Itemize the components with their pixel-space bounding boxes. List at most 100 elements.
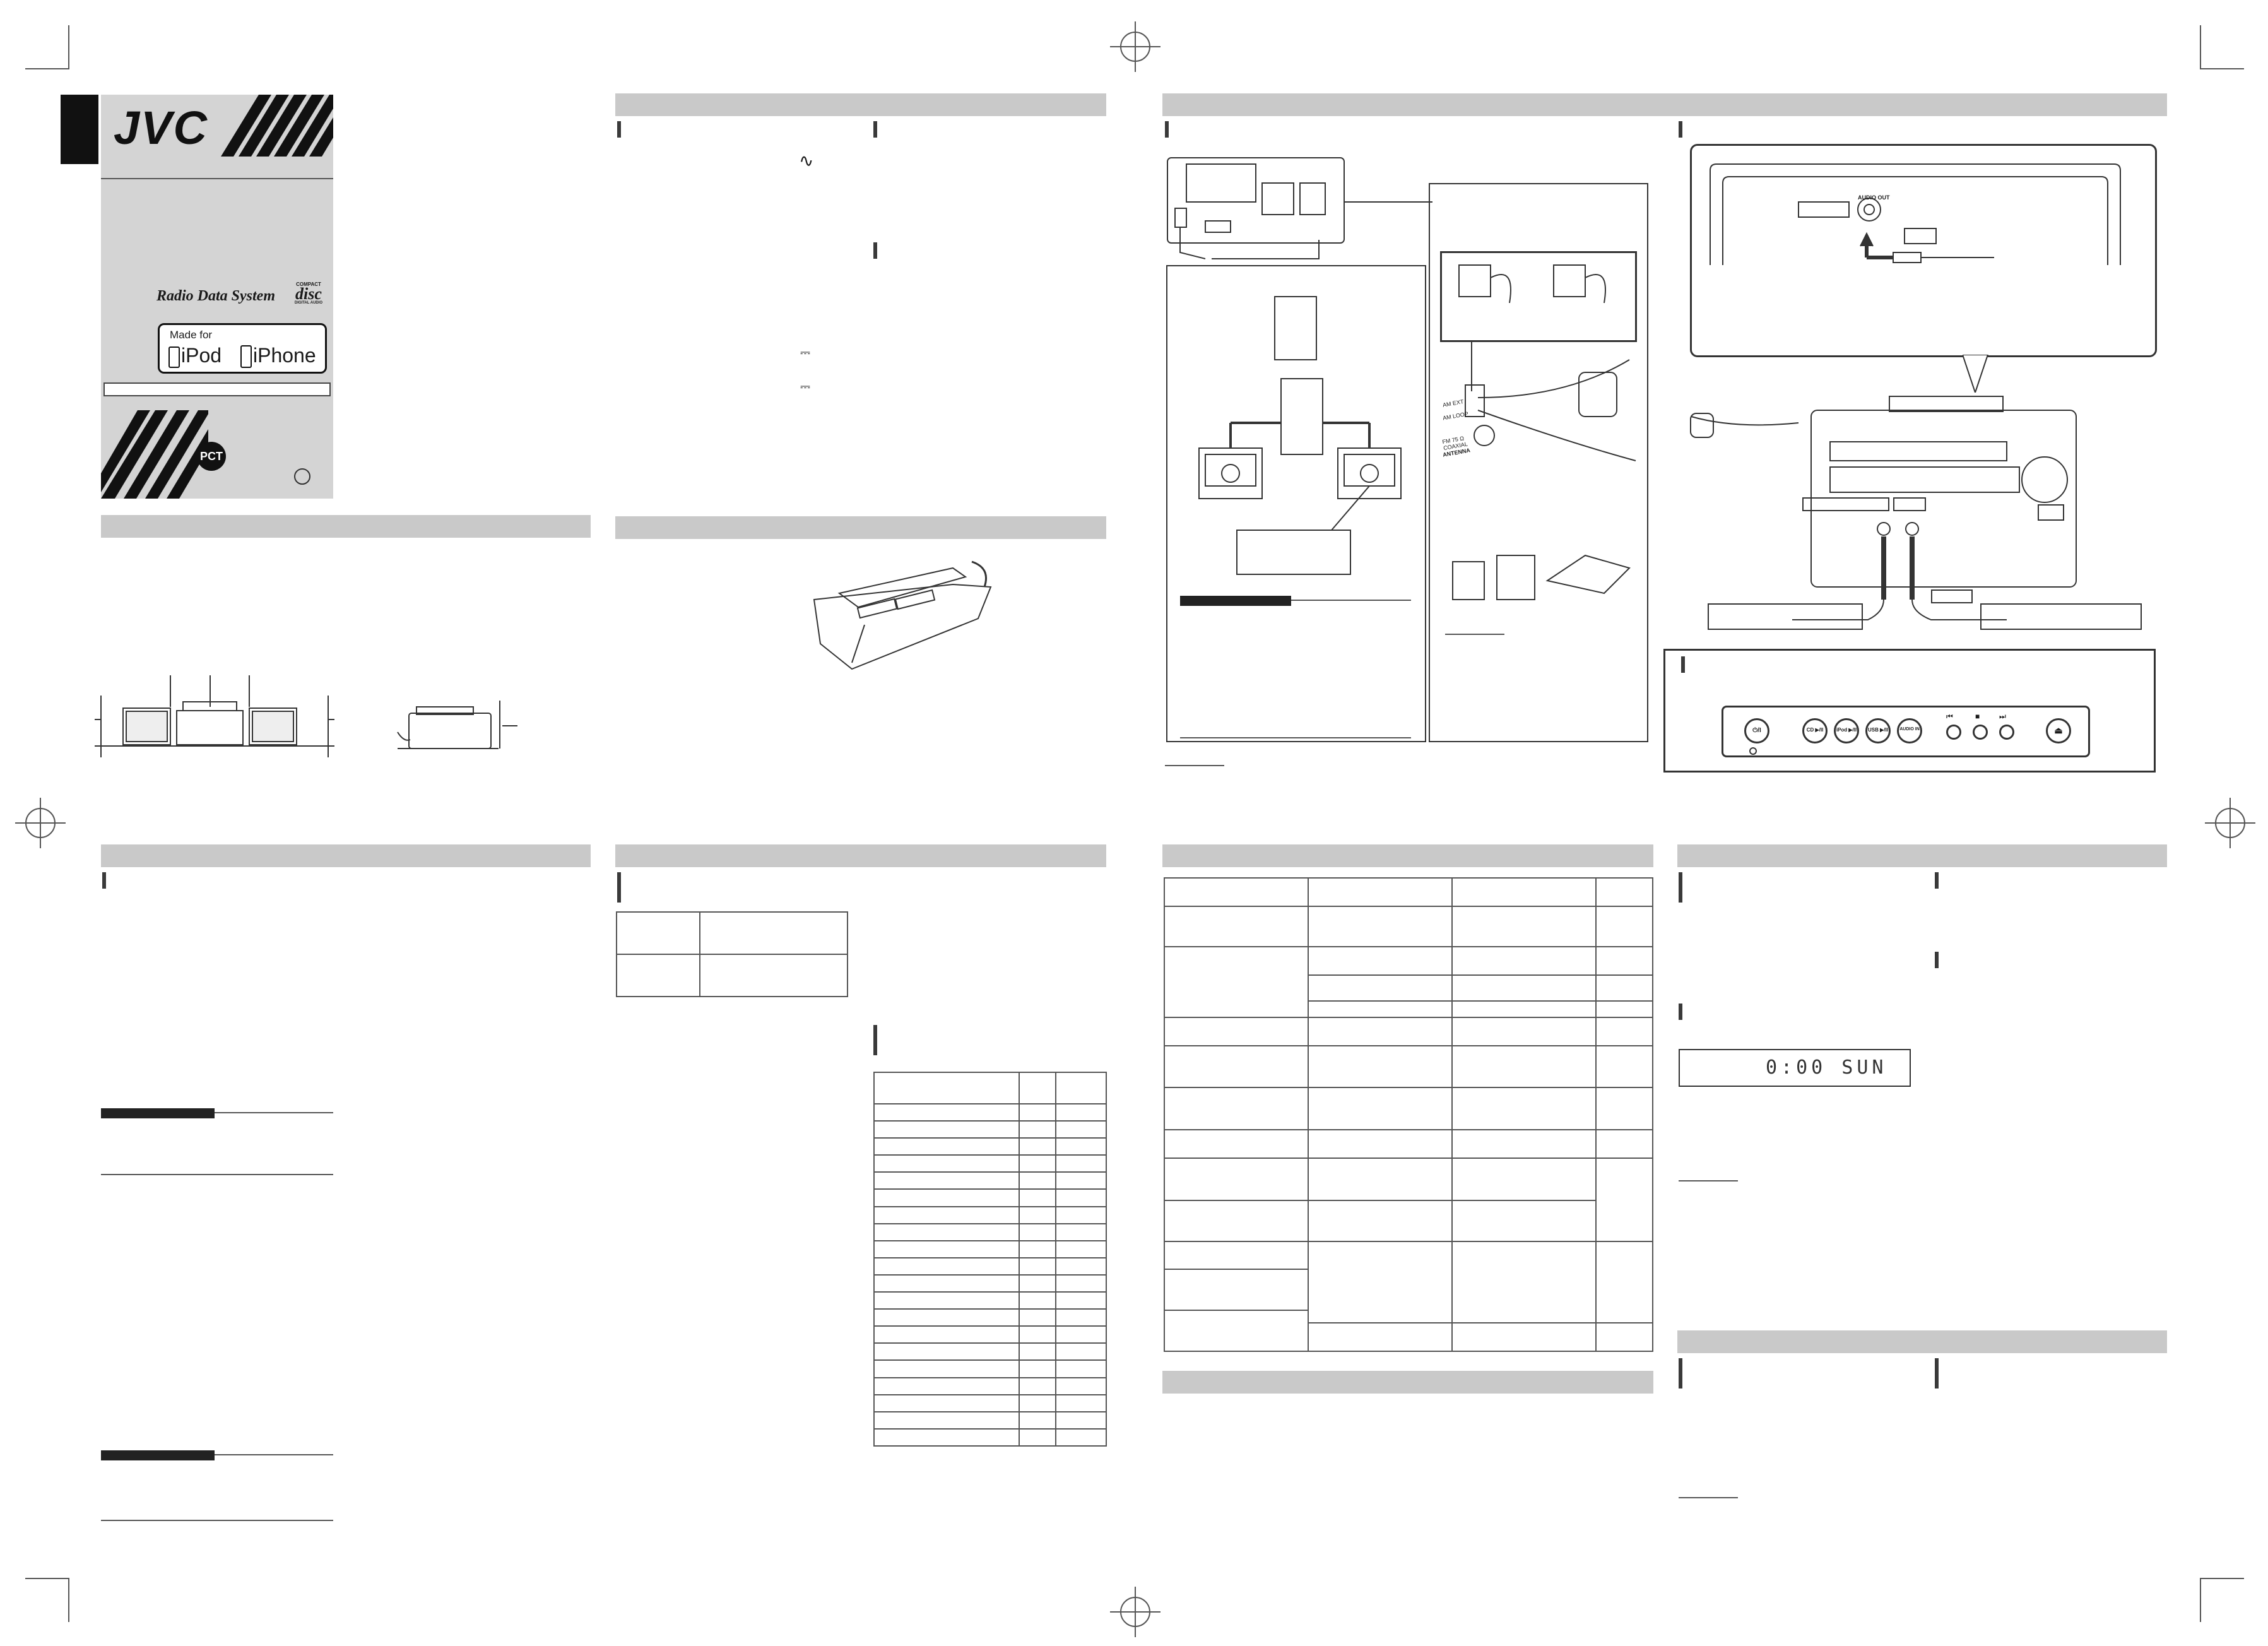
iphone-icon <box>240 345 252 368</box>
crop-mark <box>2200 1578 2244 1579</box>
note-rule <box>1679 1497 1738 1498</box>
antenna-diagram <box>1452 264 1636 600</box>
section-marker <box>873 121 877 138</box>
section-marker <box>1679 1358 1682 1388</box>
eject-button[interactable]: ⏏ <box>2046 718 2071 743</box>
section-marker <box>1681 656 1685 673</box>
stripe-graphic <box>221 95 333 157</box>
power-button[interactable]: ⏻/I <box>1744 718 1769 743</box>
audio-in-callout <box>1690 413 1714 438</box>
section-marker <box>873 1025 877 1055</box>
section-marker <box>1935 1358 1939 1388</box>
recycle-icon <box>294 468 310 485</box>
stop-button[interactable] <box>1973 725 1988 740</box>
crop-mark <box>2200 68 2244 69</box>
ipod-play-button[interactable]: iPod ▶/II <box>1834 718 1859 743</box>
note-rule <box>1679 1180 1738 1181</box>
crop-mark <box>68 1578 69 1622</box>
crop-mark <box>25 1578 69 1579</box>
front-panel-strip <box>1722 706 2090 757</box>
jvc-logo: JVC <box>114 102 208 154</box>
cover-divider <box>101 178 333 179</box>
audio-out-diagram <box>1710 163 2121 265</box>
audio-out-label: AUDIO OUT <box>1858 194 1890 201</box>
crop-mark <box>2200 1578 2201 1622</box>
section-marker <box>1679 121 1682 138</box>
prev-button[interactable] <box>1946 725 1961 740</box>
section-marker <box>102 872 106 889</box>
cd-play-button[interactable]: CD ▶/II <box>1802 718 1828 743</box>
section-header-bar <box>1677 1330 2167 1353</box>
speech-pointer <box>1963 355 1989 393</box>
section-marker <box>617 872 621 903</box>
remote-battery-diagram <box>813 560 992 670</box>
speaker-wiring-diagram <box>1198 296 1402 575</box>
note-heading-bar <box>101 1108 215 1118</box>
section-header-bar <box>1677 844 2167 867</box>
clock-display-text: 0:00 SUN <box>1766 1057 1887 1079</box>
speaker-placement-diagram <box>95 675 334 757</box>
crop-mark <box>25 68 69 69</box>
cover-panel <box>101 95 333 499</box>
troubleshooting-table <box>1164 877 1653 1352</box>
section-marker <box>617 121 621 138</box>
audio-out-box <box>1690 144 2157 357</box>
note-end-rule <box>101 1174 333 1175</box>
made-for-ipod-iphone-badge: Made for iPod iPhone <box>158 323 327 374</box>
info-table <box>616 911 848 997</box>
note-rule <box>1445 634 1504 635</box>
compact-disc-logo: COMPACT disc DIGITAL AUDIO <box>294 281 323 305</box>
note-heading-rule <box>215 1454 333 1455</box>
section-header-bar <box>615 93 1106 116</box>
standby-indicator <box>1749 747 1757 755</box>
section-marker <box>1935 952 1939 968</box>
note-end-rule <box>101 1520 333 1521</box>
section-marker <box>1679 872 1682 903</box>
section-header-bar <box>1162 844 1653 867</box>
ipod-icon <box>168 346 180 368</box>
code-table <box>873 1072 1107 1447</box>
note-end-rule <box>1180 737 1411 738</box>
side-clearance-diagram <box>397 701 517 749</box>
ac-symbol: ∿ <box>799 151 814 170</box>
section-marker <box>1679 1004 1682 1020</box>
front-panel-box <box>1663 649 2156 773</box>
note-heading-rule <box>1291 600 1411 601</box>
note-heading-bar <box>1180 596 1291 606</box>
section-header-bar <box>615 844 1106 867</box>
clock-display <box>1679 1049 1911 1087</box>
rear-unit-diagram <box>1167 157 1432 259</box>
section-marker <box>1165 121 1169 138</box>
dc-symbol: ⎓ <box>800 380 810 394</box>
registration-mark <box>15 798 66 848</box>
section-marker <box>1935 872 1939 889</box>
crop-mark <box>2200 25 2201 69</box>
registration-mark <box>2205 798 2255 848</box>
unit-front-diagram <box>1691 396 2077 620</box>
next-button[interactable] <box>1999 725 2014 740</box>
section-marker <box>873 242 877 259</box>
cover-black-tab <box>61 95 98 164</box>
section-header-bar <box>1162 93 2167 116</box>
registration-mark <box>1110 1587 1161 1637</box>
rds-label: Radio Data System <box>157 288 276 304</box>
antenna-detail-inset <box>1440 251 1637 342</box>
note-heading-rule <box>215 1112 333 1113</box>
dc-symbol: ⎓ <box>800 346 810 360</box>
antenna-connection-box <box>1429 183 1648 742</box>
cover-model-box <box>103 382 331 396</box>
note-rule <box>1165 765 1224 766</box>
section-header-bar <box>101 515 591 538</box>
registration-mark <box>1110 21 1161 72</box>
pct-cert-mark: PCT <box>197 442 226 471</box>
usb-play-button[interactable]: USB ▶/II <box>1865 718 1891 743</box>
small-label-box <box>1931 589 1973 603</box>
audio-in-button[interactable]: AUDIO IN <box>1897 718 1922 743</box>
device-a-box <box>1708 603 1863 630</box>
section-header-bar <box>101 844 591 867</box>
section-header-bar <box>615 516 1106 539</box>
note-heading-bar <box>101 1450 215 1460</box>
speaker-connection-box <box>1166 265 1426 742</box>
port-label-box <box>1893 497 1926 511</box>
stop-icon: ■ <box>1975 712 1980 721</box>
